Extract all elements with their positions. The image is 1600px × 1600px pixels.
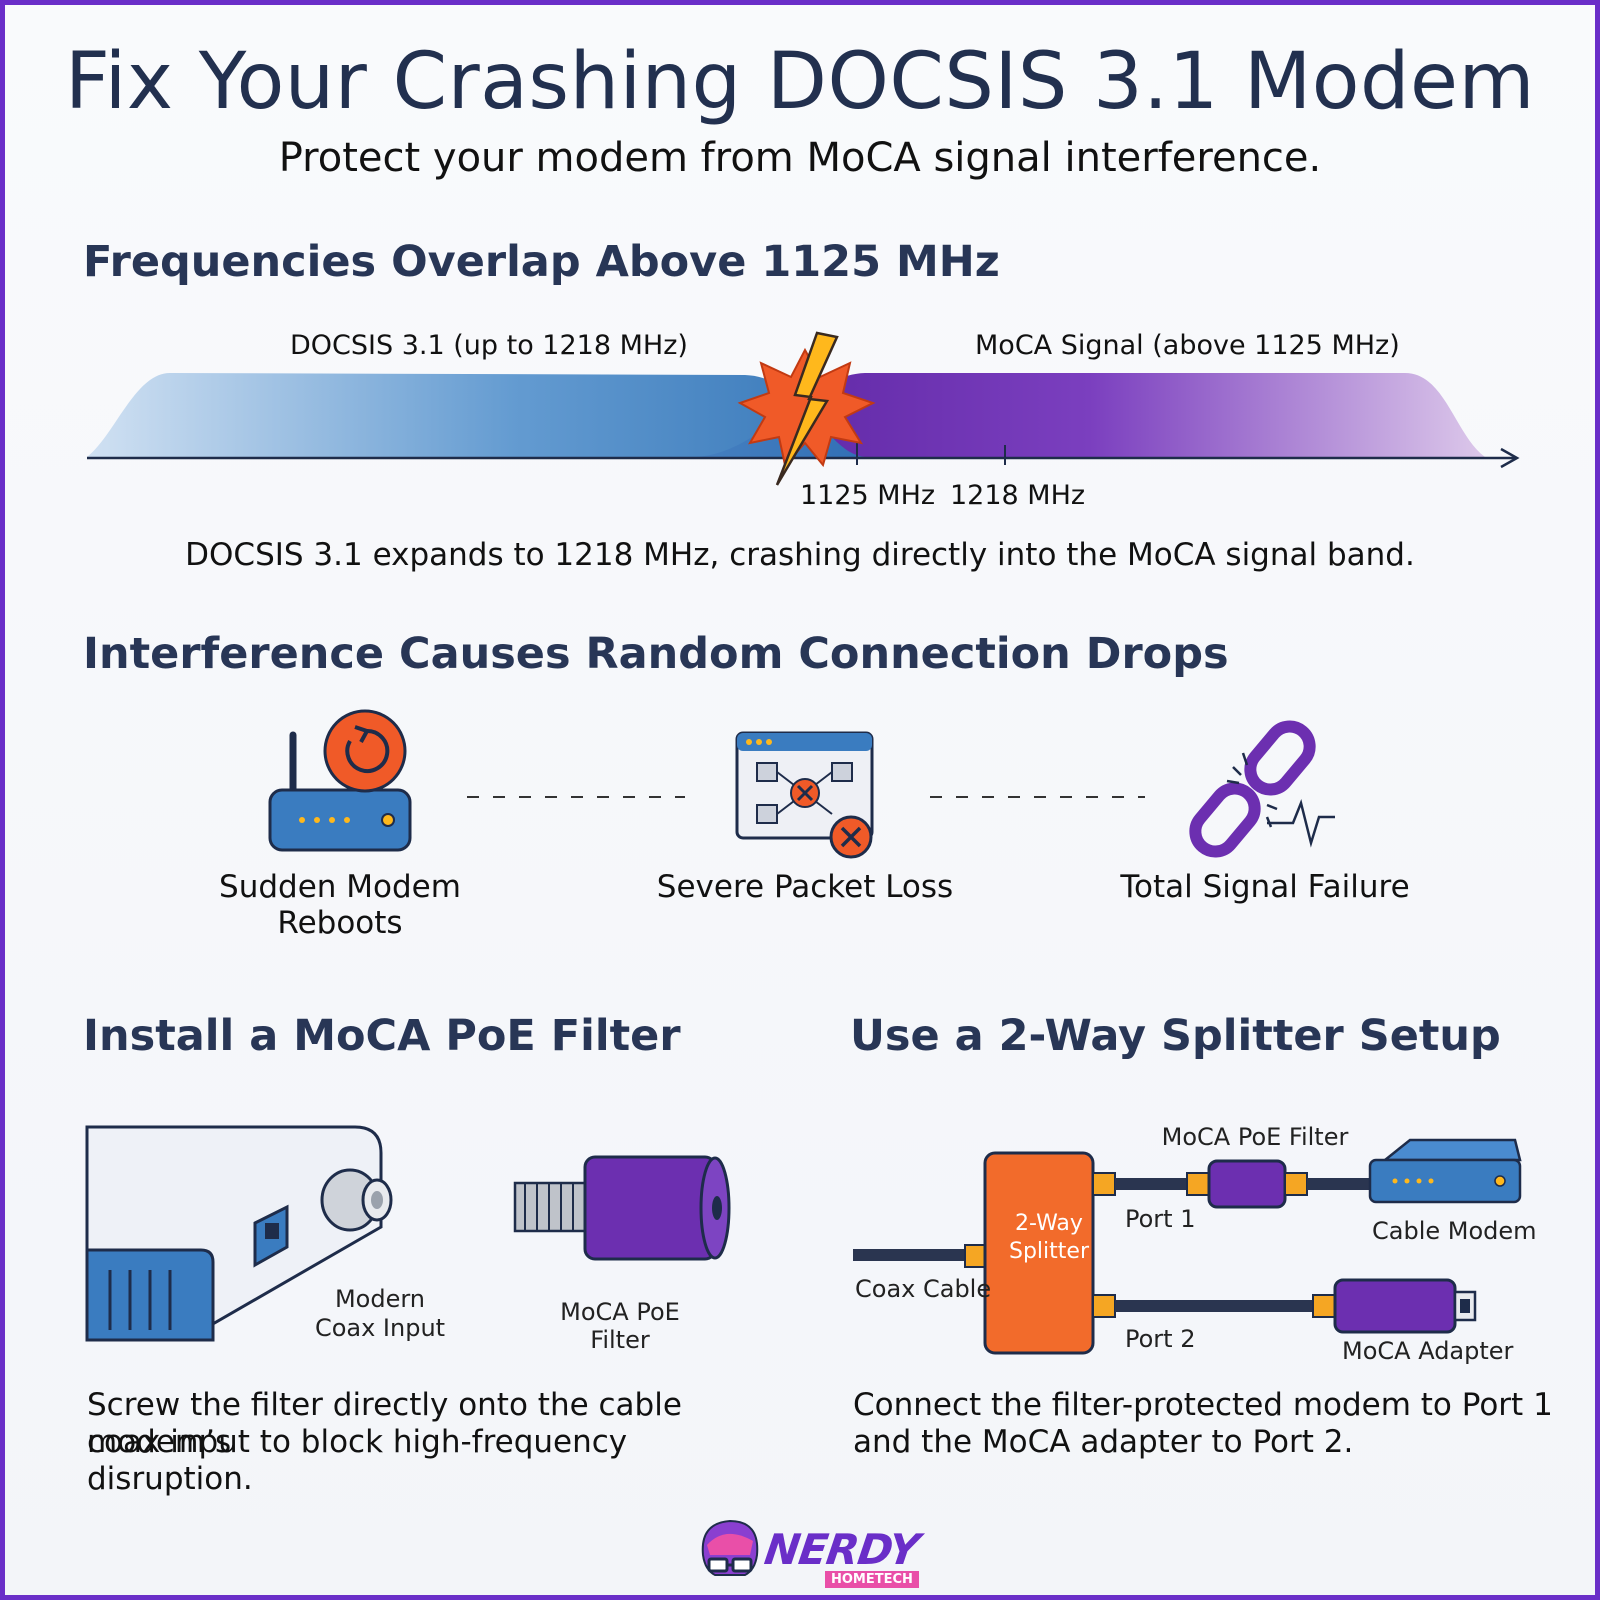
symptom-label-signal-failure: Total Signal Failure xyxy=(1120,869,1410,905)
splitter-box xyxy=(983,1151,1095,1355)
docsis-band-label: DOCSIS 3.1 (up to 1218 MHz) xyxy=(290,330,688,361)
filter-label: MoCA PoE Filter xyxy=(560,1298,680,1354)
page-title: Fix Your Crashing DOCSIS 3.1 Modem xyxy=(64,37,1536,127)
splitter-label-line1: 2-Way xyxy=(1015,1211,1083,1236)
splitter-filter-label: MoCA PoE Filter xyxy=(1161,1123,1349,1151)
tick-label-1218: 1218 MHz xyxy=(950,480,1086,511)
tick-label-1125: 1125 MHz xyxy=(800,480,936,511)
frequency-heading: Frequencies Overlap Above 1125 MHz xyxy=(83,237,1000,287)
splitter-label-line2: Splitter xyxy=(1009,1239,1089,1264)
moca-adapter-label: MoCA Adapter xyxy=(1342,1337,1514,1365)
axis-arrow xyxy=(1500,447,1520,469)
moca-band-shape xyxy=(695,373,1485,457)
symptom-label-packet-loss: Severe Packet Loss xyxy=(656,869,954,905)
network-error-icon xyxy=(735,731,874,859)
moca-band-label: MoCA Signal (above 1125 MHz) xyxy=(975,330,1400,361)
moca-filter-illustration xyxy=(513,1155,731,1261)
frequency-caption: DOCSIS 3.1 expands to 1218 MHz, crashing… xyxy=(185,537,1415,573)
modem-coax-label-line2: Coax Input xyxy=(314,1314,446,1342)
symptom-label-reboots: Sudden Modem Reboots xyxy=(219,869,461,941)
page-subtitle: Protect your modem from MoCA signal inte… xyxy=(278,135,1322,181)
splitter-body-line1: Connect the filter-protected modem to Po… xyxy=(853,1387,1553,1423)
interference-heading: Interference Causes Random Connection Dr… xyxy=(83,629,1229,679)
docsis-band-shape xyxy=(87,373,865,457)
moca-filter-inline xyxy=(1207,1159,1287,1209)
port1-label: Port 1 xyxy=(1125,1205,1196,1233)
splitter-heading: Use a 2-Way Splitter Setup xyxy=(850,1011,1501,1061)
port2-label: Port 2 xyxy=(1125,1325,1196,1353)
broken-chain-icon xyxy=(1189,720,1335,858)
splitter-diagram xyxy=(853,1138,1522,1355)
router-reboot-icon xyxy=(268,709,412,852)
logo-wordmark: NERDY xyxy=(761,1525,922,1574)
filter-body-line1: Screw the filter directly onto the cable… xyxy=(87,1387,682,1460)
clash-burst-icon xyxy=(737,331,876,486)
filter-install-illustration xyxy=(85,1125,731,1342)
moca-adapter-icon xyxy=(1333,1278,1477,1334)
cable-modem-illustration xyxy=(85,1125,393,1342)
filter-body-line2: coax input to block high-frequency disru… xyxy=(87,1424,628,1497)
modem-coax-label-line1: Modern xyxy=(334,1285,426,1313)
interference-icons xyxy=(268,709,1335,859)
splitter-body-line2: and the MoCA adapter to Port 2. xyxy=(853,1424,1354,1460)
frequency-spectrum-chart xyxy=(87,331,1520,486)
coax-cable-label: Coax Cable xyxy=(855,1275,992,1303)
nerdy-avatar-logo xyxy=(701,1519,759,1576)
cable-modem-icon xyxy=(1368,1138,1522,1204)
filter-heading: Install a MoCA PoE Filter xyxy=(83,1011,681,1061)
cable-modem-label: Cable Modem xyxy=(1372,1217,1537,1245)
logo-subtext: HOMETECH xyxy=(825,1571,919,1588)
